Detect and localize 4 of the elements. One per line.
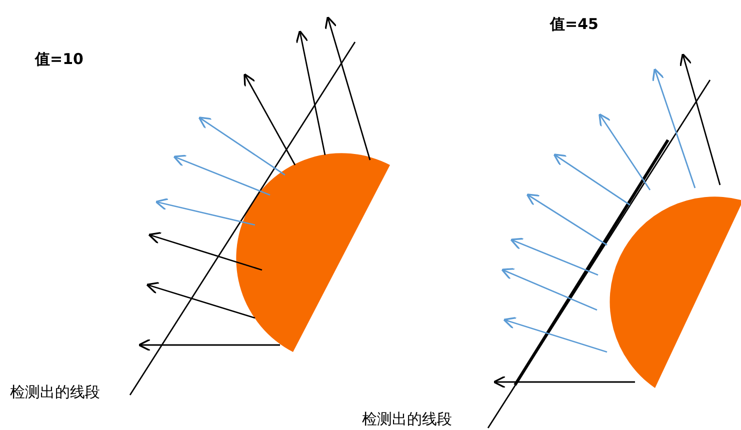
- segment-caption: 检测出的线段: [10, 383, 100, 402]
- segment-caption: 检测出的线段: [362, 410, 452, 429]
- value-label: 值=10: [35, 50, 84, 69]
- value-label: 值=45: [550, 15, 598, 34]
